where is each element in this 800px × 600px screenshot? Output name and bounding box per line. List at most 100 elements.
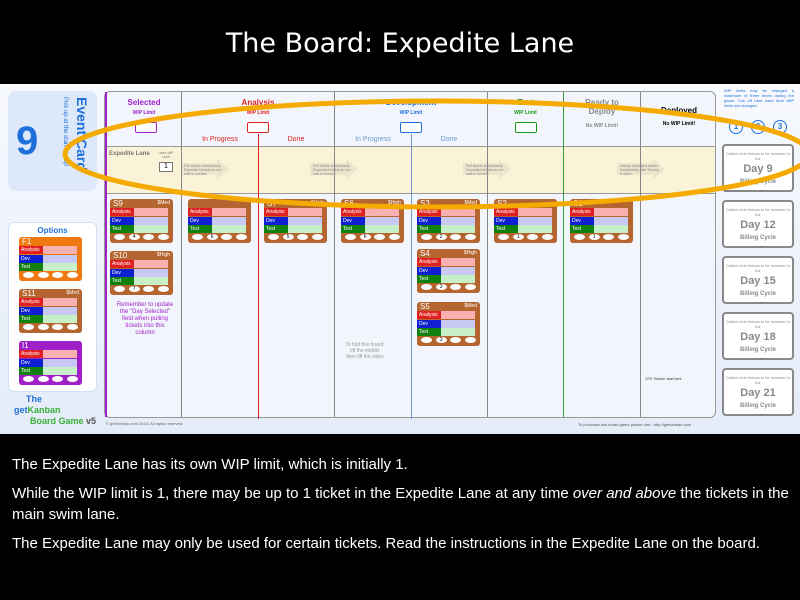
row-label: Analysis <box>419 259 438 265</box>
row-label: Dev <box>419 320 428 327</box>
ticket-field[interactable] <box>267 234 279 240</box>
lane-wip-value[interactable]: 1 <box>159 162 173 172</box>
cfd-note: CFD Tracker: start here <box>645 377 682 381</box>
ticket-field[interactable] <box>22 324 34 330</box>
ticket-field[interactable] <box>420 337 432 343</box>
ticket-field[interactable] <box>465 284 477 290</box>
ticket-field[interactable] <box>420 234 432 240</box>
ticket-value: $Med <box>464 303 477 309</box>
ticket-field[interactable] <box>297 234 309 240</box>
ticket-field[interactable] <box>420 284 432 290</box>
ticket-field[interactable] <box>542 234 554 240</box>
expedite-lane: Expedite Lane Lane WIP Limit 1 Pull tick… <box>105 146 715 194</box>
ticket-row-0: Analysis <box>188 208 246 216</box>
ticket-field[interactable] <box>37 272 49 278</box>
ticket-field[interactable]: 1 <box>588 234 600 240</box>
ticket-field[interactable] <box>374 234 386 240</box>
ticket-field[interactable] <box>67 376 79 382</box>
wip-limit-box[interactable] <box>400 122 422 133</box>
ticket-field[interactable] <box>52 376 64 382</box>
ticket-field[interactable]: 3 <box>435 337 447 343</box>
row-label: Test <box>21 316 31 322</box>
ticket-field[interactable] <box>52 272 64 278</box>
ticket-field[interactable] <box>22 272 34 278</box>
row-label: Dev <box>266 217 275 224</box>
ticket-field[interactable] <box>618 234 630 240</box>
ticket-field[interactable]: 3 <box>435 284 447 290</box>
ticket-field[interactable] <box>67 324 79 330</box>
ticket-row-0: Analysis <box>570 208 628 216</box>
ticket-field[interactable] <box>143 286 155 292</box>
column-title: Deployed <box>660 106 697 115</box>
ticket-field[interactable] <box>344 234 356 240</box>
ticket-field[interactable] <box>67 272 79 278</box>
ticket-field[interactable]: 7 <box>128 286 140 292</box>
ticket-field[interactable] <box>22 376 34 382</box>
logo: getKanban <box>14 405 61 415</box>
ticket-field[interactable] <box>450 337 462 343</box>
ticket-field[interactable] <box>143 234 155 240</box>
ticket-field[interactable]: 6 <box>206 234 218 240</box>
ticket-row-1: Dev <box>417 319 475 328</box>
ticket-field[interactable] <box>113 286 125 292</box>
ticket-value: $Med <box>464 200 477 206</box>
event-card-panel: 9 Event Card Pick up at the start of day… <box>8 91 97 191</box>
ticket-field[interactable] <box>221 234 233 240</box>
ticket-field[interactable] <box>465 234 477 240</box>
work-dots <box>134 225 168 233</box>
ticket-field[interactable] <box>191 234 203 240</box>
ticket-field[interactable] <box>37 324 49 330</box>
billing-day: Day 9 <box>743 163 773 175</box>
work-dots <box>43 350 77 358</box>
work-dots <box>43 254 77 263</box>
ticket-field[interactable]: 2 <box>435 234 447 240</box>
ticket-field[interactable] <box>573 234 585 240</box>
work-dots <box>212 216 246 225</box>
row-label: Analysis <box>572 209 591 215</box>
ticket-field[interactable] <box>236 234 248 240</box>
work-dots <box>134 268 168 277</box>
ticket-row-0: Analysis <box>264 208 322 216</box>
wip-label: WIP Limit <box>514 110 537 116</box>
ticket-field[interactable] <box>37 376 49 382</box>
work-dots <box>134 277 168 285</box>
ticket-field[interactable] <box>450 234 462 240</box>
ticket-field[interactable] <box>52 324 64 330</box>
ticket-field[interactable] <box>497 234 509 240</box>
ticket-footer <box>21 272 80 279</box>
ticket-row-0: Analysis <box>110 208 168 216</box>
ticket-field[interactable] <box>158 286 170 292</box>
row-label: Analysis <box>496 209 515 215</box>
row-label: Test <box>112 278 122 284</box>
logo-get: get <box>14 405 28 415</box>
ticket-row-1: Dev <box>19 306 77 315</box>
purchase-link[interactable]: To purchase this board game please visit… <box>578 422 692 427</box>
ticket-field[interactable]: 5 <box>282 234 294 240</box>
ticket-footer: 5 <box>266 234 325 241</box>
ticket-field[interactable] <box>312 234 324 240</box>
wip-limit-box[interactable] <box>247 122 269 133</box>
ticket-field[interactable] <box>527 234 539 240</box>
wip-label: WIP Limit <box>132 110 156 116</box>
ticket-field[interactable]: 6 <box>359 234 371 240</box>
row-label: Analysis <box>419 209 438 215</box>
ticket-field[interactable] <box>603 234 615 240</box>
ticket-field[interactable] <box>113 234 125 240</box>
ticket-field[interactable] <box>158 234 170 240</box>
wip-limit-box[interactable] <box>515 122 537 133</box>
ticket-field[interactable] <box>465 337 477 343</box>
ticket-field[interactable] <box>450 284 462 290</box>
ticket-field[interactable] <box>389 234 401 240</box>
ticket-field[interactable]: 1 <box>512 234 524 240</box>
ticket-field[interactable]: 4 <box>128 234 140 240</box>
row-label: Test <box>419 226 429 232</box>
